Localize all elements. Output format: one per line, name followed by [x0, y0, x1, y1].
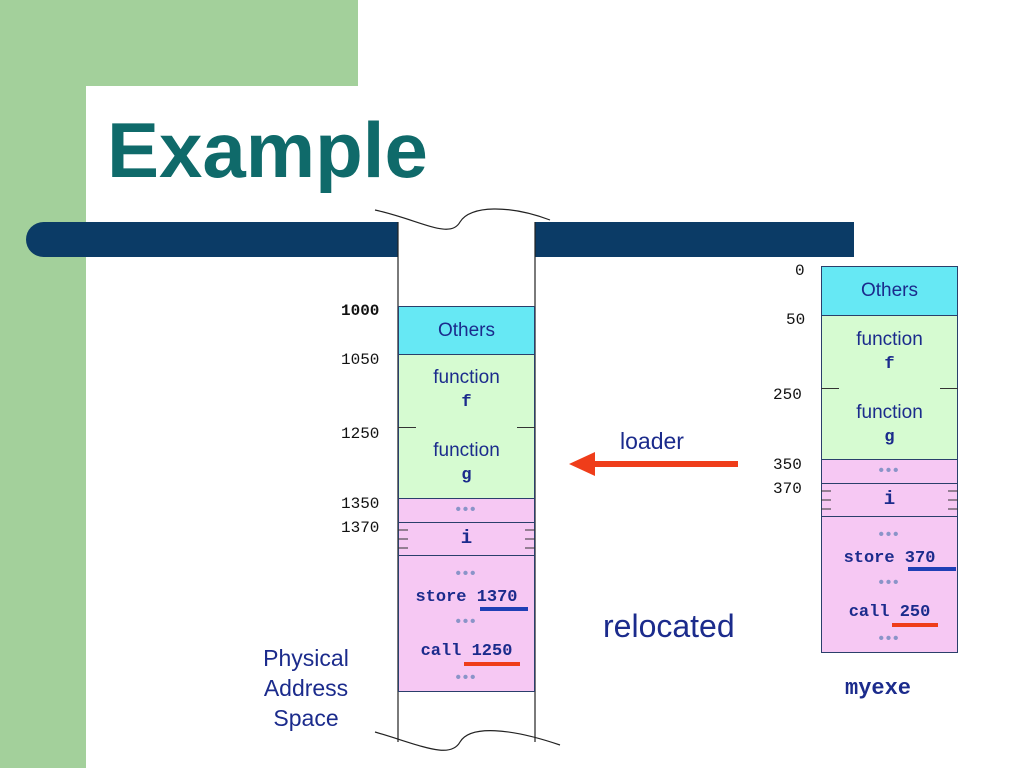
phys-variable-i-segment: i: [398, 523, 535, 556]
caption-line-space: Space: [273, 705, 339, 731]
myexe-caption: myexe: [845, 676, 912, 701]
exe-variable-ticks: [821, 490, 958, 510]
exe-others-segment: Others: [821, 266, 958, 316]
phys-address-1370: 1370: [341, 519, 380, 537]
phys-others-label: Others: [437, 320, 496, 341]
phys-address-1000: 1000: [341, 302, 380, 320]
background-green-strip: [0, 0, 86, 768]
exe-function-f-label: function: [856, 329, 923, 350]
phys-functions-segment: function f function g: [398, 355, 535, 499]
exe-call-instruction: call 250: [822, 603, 957, 622]
exe-boundary-tick: [821, 388, 839, 389]
phys-function-g-name: g: [461, 466, 472, 485]
caption-line-physical: Physical: [263, 645, 349, 671]
phys-store-op: store: [415, 588, 467, 607]
exe-address-370: 370: [773, 480, 802, 498]
phys-call-op: call: [420, 642, 462, 661]
phys-ellipsis: •••: [455, 501, 478, 518]
exe-ellipsis: •••: [878, 462, 901, 479]
phys-store-underline: [480, 607, 528, 611]
exe-ellipsis: •••: [878, 526, 901, 543]
exe-address-350: 350: [773, 456, 802, 474]
exe-call-address: 250: [899, 603, 931, 622]
exe-ellipsis: •••: [878, 574, 901, 591]
phys-function-f-label: function: [433, 367, 500, 388]
phys-dots-segment: •••: [398, 499, 535, 523]
phys-call-instruction: call 1250: [399, 642, 534, 661]
phys-function-g-label: function: [433, 440, 500, 461]
phys-variable-ticks: [398, 529, 535, 549]
phys-function-f-name: f: [461, 393, 472, 412]
phys-address-1350: 1350: [341, 495, 380, 513]
caption-line-address: Address: [263, 675, 349, 701]
physical-address-space-caption: Physical Address Space: [240, 643, 372, 733]
exe-call-underline: [892, 623, 938, 627]
exe-store-instruction: store 370: [822, 549, 957, 568]
exe-code-segment: ••• store 370 ••• call 250 •••: [821, 517, 958, 653]
exe-store-op: store: [843, 549, 895, 568]
background-green-corner: [0, 0, 358, 86]
slide-title: Example: [107, 106, 428, 194]
exe-functions-segment: function f function g: [821, 316, 958, 460]
phys-others-segment: Others: [398, 306, 535, 355]
phys-call-address: 1250: [471, 642, 513, 661]
phys-boundary-tick: [517, 427, 535, 428]
relocated-label: relocated: [603, 608, 735, 644]
phys-ellipsis: •••: [455, 669, 478, 686]
loader-label: loader: [620, 428, 684, 454]
phys-store-instruction: store 1370: [399, 588, 534, 607]
phys-address-1050: 1050: [341, 351, 380, 369]
exe-store-underline: [908, 567, 956, 571]
exe-others-label: Others: [860, 280, 919, 301]
phys-ellipsis: •••: [455, 565, 478, 582]
phys-variable-i-label: i: [460, 527, 473, 549]
exe-address-250: 250: [773, 386, 802, 404]
phys-ellipsis: •••: [455, 613, 478, 630]
exe-variable-i-label: i: [883, 488, 896, 510]
phys-call-underline: [464, 662, 520, 666]
exe-function-g-name: g: [884, 428, 895, 447]
exe-boundary-tick: [940, 388, 958, 389]
phys-code-segment: ••• store 1370 ••• call 1250 •••: [398, 556, 535, 692]
phys-boundary-tick: [398, 427, 416, 428]
exe-address-0: 0: [795, 262, 805, 280]
exe-function-g-label: function: [856, 402, 923, 423]
exe-address-50: 50: [786, 311, 806, 329]
exe-function-f-name: f: [884, 355, 895, 374]
exe-dots-segment: •••: [821, 460, 958, 484]
exe-ellipsis: •••: [878, 630, 901, 647]
phys-address-1250: 1250: [341, 425, 380, 443]
exe-store-address: 370: [904, 549, 936, 568]
phys-store-address: 1370: [476, 588, 518, 607]
loader-arrow-icon: [569, 452, 738, 476]
exe-call-op: call: [848, 603, 890, 622]
